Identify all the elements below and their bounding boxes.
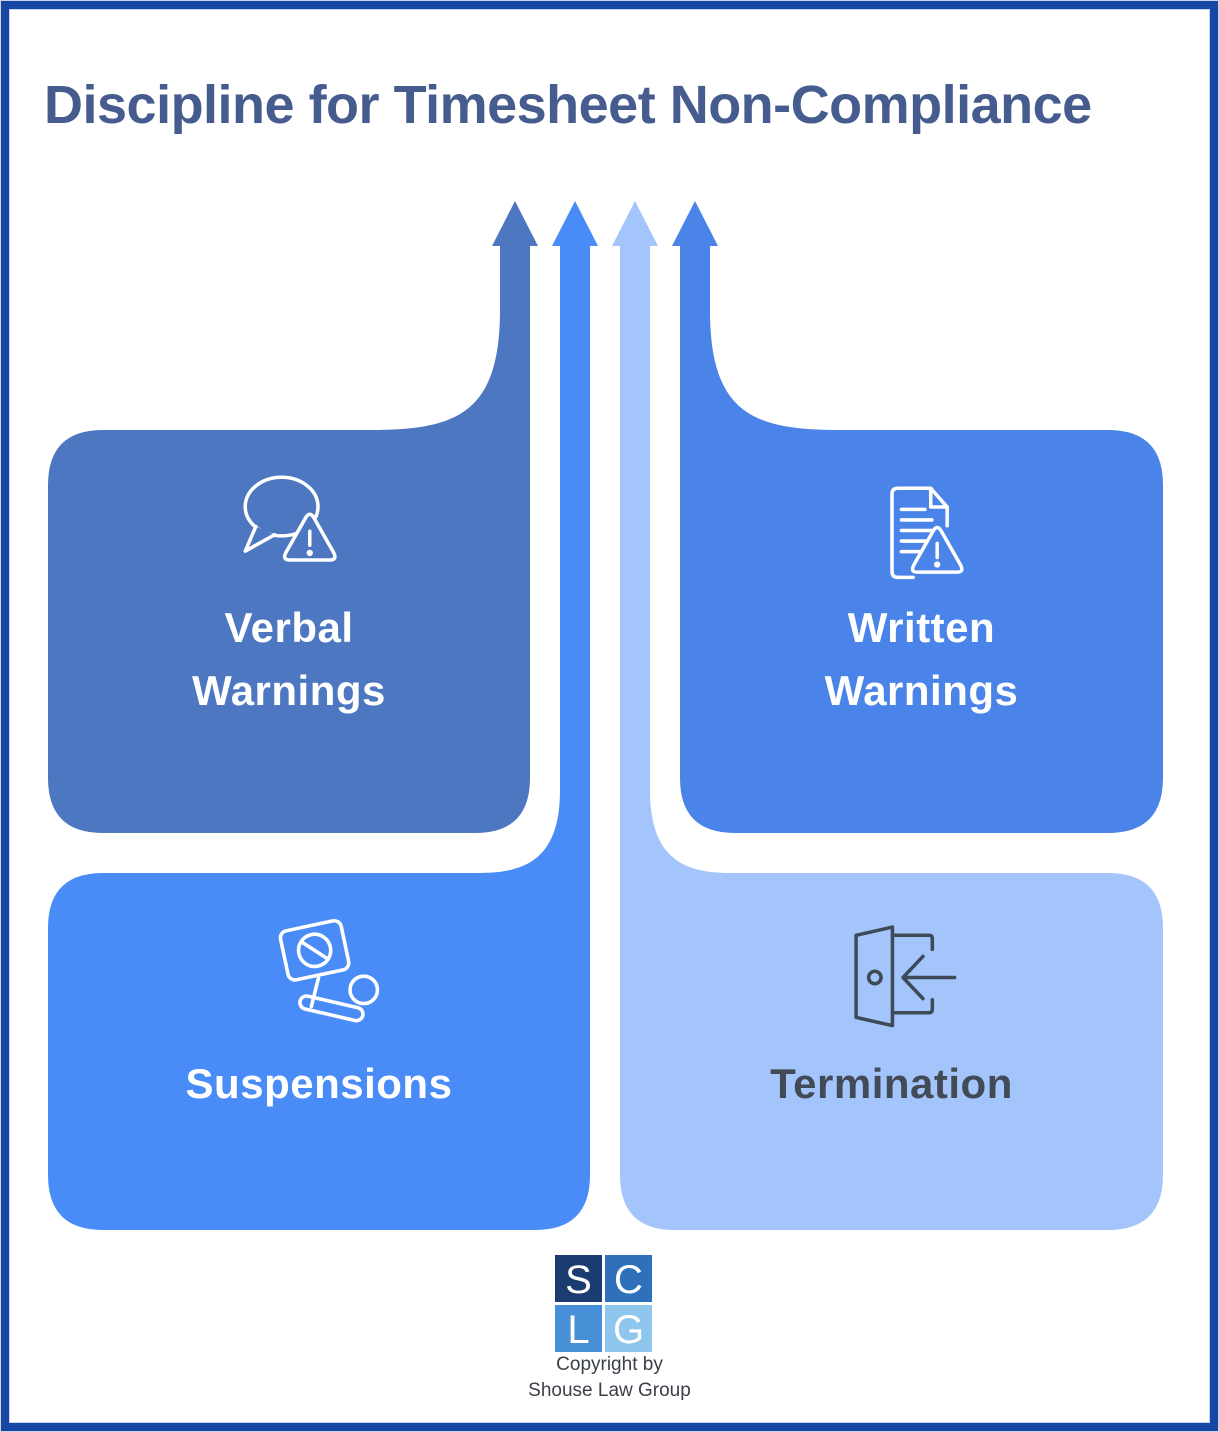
logo-square-g (605, 1305, 652, 1352)
logo-letter-l: L (567, 1308, 589, 1352)
verbal-warnings-block-arrow (48, 201, 538, 833)
logo-letter-c: C (614, 1258, 643, 1302)
document-warning-icon (890, 486, 964, 580)
termination-label: Termination (620, 1052, 1163, 1115)
protest-sign-hand-icon (278, 918, 380, 1023)
suspensions-label-line1: Suspensions (185, 1060, 453, 1107)
verbal-warnings-label: Verbal Warnings (48, 596, 530, 722)
copyright-line1: Copyright by (556, 1354, 663, 1375)
verbal-warnings-label-line2: Warnings (192, 667, 386, 714)
termination-label-line1: Termination (770, 1060, 1013, 1107)
exit-door-icon (854, 925, 957, 1028)
suspensions-block-arrow (48, 201, 598, 1230)
logo-letter-s: S (565, 1258, 592, 1302)
copyright-line2: Shouse Law Group (528, 1380, 691, 1401)
verbal-warnings-label-line1: Verbal (224, 604, 354, 651)
suspensions-label: Suspensions (48, 1052, 590, 1115)
logo-square-l (555, 1305, 602, 1352)
written-warnings-label-line2: Warnings (824, 667, 1019, 714)
speech-bubble-warning-icon (243, 475, 337, 562)
written-warnings-label: Written Warnings (680, 596, 1163, 722)
logo-square-c (605, 1255, 652, 1302)
copyright-notice: Copyright by Shouse Law Group (0, 1352, 1219, 1404)
logo-square-s (555, 1255, 602, 1302)
logo-letter-g: G (613, 1308, 644, 1352)
sclg-logo: S C L G (555, 1255, 652, 1352)
termination-block-arrow (612, 201, 1163, 1230)
page-title: Discipline for Timesheet Non-Compliance (44, 75, 1092, 136)
written-warnings-block-arrow (672, 201, 1163, 833)
written-warnings-label-line1: Written (847, 604, 996, 651)
